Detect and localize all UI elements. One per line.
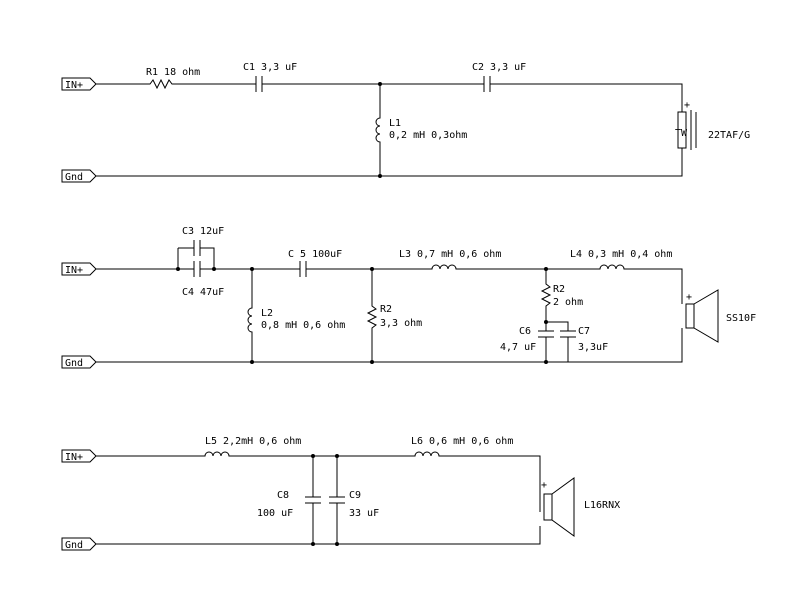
r2a-name: R2 bbox=[380, 304, 392, 315]
l1-name: L1 bbox=[389, 118, 401, 129]
c9-value: 33 uF bbox=[349, 508, 379, 519]
junction-dot bbox=[335, 454, 339, 458]
r2b-resistor bbox=[540, 269, 552, 322]
woofer-in-port: IN+ bbox=[61, 449, 97, 463]
c1-capacitor bbox=[255, 76, 263, 92]
c2-capacitor bbox=[483, 76, 491, 92]
c7-name: C7 bbox=[578, 326, 590, 337]
tweeter-gnd-wire bbox=[96, 148, 683, 177]
r2b-name: R2 bbox=[553, 284, 565, 295]
c9-name: C9 bbox=[349, 490, 361, 501]
woofer-gnd-wire bbox=[96, 526, 541, 545]
woofer-gnd-port: Gnd bbox=[61, 537, 97, 551]
r1-label: R1 18 ohm bbox=[146, 67, 200, 78]
c3-c4-parallel bbox=[96, 240, 215, 277]
c8-value: 100 uF bbox=[257, 508, 293, 519]
c5-capacitor bbox=[299, 261, 307, 277]
c1-label: C1 3,3 uF bbox=[243, 62, 297, 73]
tweeter-gnd-label: Gnd bbox=[65, 172, 83, 183]
mid-speaker-model: SS10F bbox=[726, 313, 756, 324]
l1-inductor bbox=[375, 84, 381, 176]
junction-dot bbox=[544, 320, 548, 324]
junction-dot bbox=[544, 267, 548, 271]
l1-value: 0,2 mH 0,3ohm bbox=[389, 130, 467, 141]
c7-value: 3,3uF bbox=[578, 342, 608, 353]
c6-name: C6 bbox=[519, 326, 531, 337]
junction-dot bbox=[176, 267, 180, 271]
tweeter-speaker-icon: + TW bbox=[675, 100, 697, 150]
woofer-section: IN+ Gnd L5 2,2mH 0,6 ohm L6 0,6 mH 0,6 o… bbox=[61, 436, 620, 551]
c2-label: C2 3,3 uF bbox=[472, 62, 526, 73]
tweeter-section: IN+ Gnd C1 3,3 uF C2 3,3 uF R1 18 ohm L1… bbox=[61, 62, 750, 183]
mid-gnd-label: Gnd bbox=[65, 358, 83, 369]
c6-value: 4,7 uF bbox=[500, 342, 536, 353]
c8-capacitor bbox=[305, 456, 321, 544]
tweeter-model: 22TAF/G bbox=[708, 130, 750, 141]
woofer-speaker-model: L16RNX bbox=[584, 500, 620, 511]
l5-label: L5 2,2mH 0,6 ohm bbox=[205, 436, 301, 447]
r2a-value: 3,3 ohm bbox=[380, 318, 422, 329]
l2-name: L2 bbox=[261, 308, 273, 319]
midrange-speaker-icon: + bbox=[685, 289, 719, 343]
tweeter-plus-mark: + bbox=[684, 100, 690, 111]
junction-dot bbox=[311, 454, 315, 458]
midrange-section: IN+ Gnd C3 12uF C4 47uF C 5 100uF L3 0,7… bbox=[61, 226, 756, 369]
tweeter-gnd-port: Gnd bbox=[61, 169, 97, 183]
junction-dot bbox=[378, 82, 382, 86]
tweeter-tag: TW bbox=[675, 128, 688, 139]
c3-label: C3 12uF bbox=[182, 226, 224, 237]
woofer-in-label: IN+ bbox=[65, 452, 83, 463]
mid-in-label: IN+ bbox=[65, 265, 83, 276]
c6-c7-parallel bbox=[538, 321, 576, 362]
junction-dot bbox=[250, 267, 254, 271]
woofer-speaker-icon: + bbox=[541, 477, 575, 537]
l6-label: L6 0,6 mH 0,6 ohm bbox=[411, 436, 513, 447]
mid-in-port: IN+ bbox=[61, 262, 97, 276]
mid-top-wire bbox=[214, 264, 683, 304]
l3-label: L3 0,7 mH 0,6 ohm bbox=[399, 249, 501, 260]
c9-capacitor bbox=[329, 456, 345, 544]
c4-label: C4 47uF bbox=[182, 287, 224, 298]
tweeter-in-label: IN+ bbox=[65, 80, 83, 91]
mid-gnd-port: Gnd bbox=[61, 355, 97, 369]
r2a-resistor bbox=[366, 269, 378, 362]
l2-inductor bbox=[247, 269, 253, 362]
woofer-plus-mark: + bbox=[541, 480, 547, 491]
r2b-value: 2 ohm bbox=[553, 297, 583, 308]
tweeter-in-port: IN+ bbox=[61, 77, 97, 91]
mid-plus-mark: + bbox=[686, 292, 692, 303]
l2-value: 0,8 mH 0,6 ohm bbox=[261, 320, 345, 331]
tweeter-top-wire bbox=[96, 78, 683, 112]
mid-gnd-wire bbox=[96, 328, 683, 363]
junction-dot bbox=[370, 267, 374, 271]
c5-label: C 5 100uF bbox=[288, 249, 342, 260]
woofer-top-wire bbox=[96, 451, 541, 512]
woofer-gnd-label: Gnd bbox=[65, 540, 83, 551]
l4-label: L4 0,3 mH 0,4 ohm bbox=[570, 249, 672, 260]
c8-name: C8 bbox=[277, 490, 289, 501]
